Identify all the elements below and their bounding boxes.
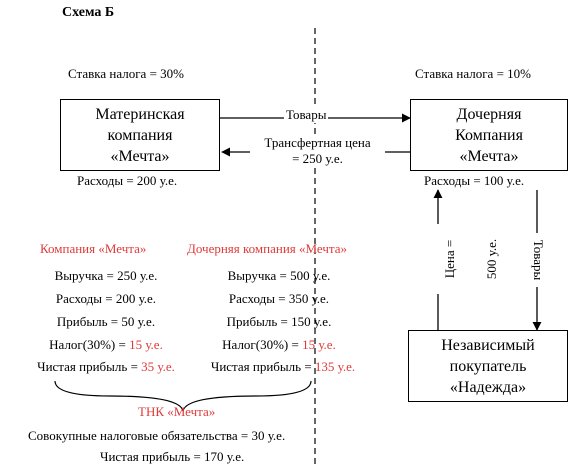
price-label-line-2: 500 у.е. <box>484 238 499 280</box>
tnk-label: ТНК «Мечта» <box>138 404 216 419</box>
right-net-value: 135 у.е. <box>314 359 356 374</box>
price-vertical-label: Цена = 500 у.е. <box>415 224 499 294</box>
subsidiary-tax-rate: Ставка налога = 10% <box>415 66 531 81</box>
left-net-value: 35 у.е. <box>141 359 175 374</box>
buyer-box-line-2: покупатель <box>449 357 527 375</box>
buyer-box-line-1: Независимый <box>441 336 535 354</box>
scheme-title: Схема Б <box>62 5 115 20</box>
left-revenue: Выручка = 250 у.е. <box>54 268 158 283</box>
transfer-price-line-1: Трансфертная цена <box>264 135 371 150</box>
buyer-box-line-3: «Надежда» <box>449 378 527 396</box>
transfer-price-line-2: = 250 у.е. <box>292 151 343 166</box>
left-column-heading: Компания «Мечта» <box>40 241 147 256</box>
right-revenue: Выручка = 500 у.е. <box>227 268 331 283</box>
parent-company-box: Материнская компания «Мечта» <box>60 99 220 171</box>
parent-box-line-1: Материнская <box>95 105 185 123</box>
subsidiary-company-box: Дочерняя Компания «Мечта» <box>410 99 568 171</box>
right-tax-value: 15 у.е. <box>302 337 336 352</box>
transfer-price-label: Трансфертная цена = 250 у.е. <box>250 135 385 167</box>
goods-vertical-label: Товары <box>529 233 546 287</box>
parent-box-line-2: компания <box>107 126 173 144</box>
left-profit: Прибыль = 50 у.е. <box>56 314 156 329</box>
subsidiary-box-line-3: «Мечта» <box>459 147 519 165</box>
right-column-heading: Дочерняя компания «Мечта» <box>187 241 347 256</box>
right-tax-prefix: Налог(30%) = <box>222 337 303 352</box>
goods-arrow-label: Товары <box>284 107 329 123</box>
left-expenses: Расходы = 200 у.е. <box>55 291 157 306</box>
left-tax-row: Налог(30%) = 15 у.е. <box>40 337 172 353</box>
left-net-row: Чистая прибыль = 35 у.е. <box>17 359 195 375</box>
right-profit: Прибыль = 150 у.е. <box>226 314 332 329</box>
total-tax-liabilities: Совокупные налоговые обязательства = 30 … <box>28 428 286 443</box>
subsidiary-box-line-1: Дочерняя <box>456 105 522 123</box>
parent-expenses: Расходы = 200 у.е. <box>77 173 178 188</box>
independent-buyer-box: Независимый покупатель «Надежда» <box>408 330 568 402</box>
tnk-brace <box>54 380 312 412</box>
right-net-prefix: Чистая прибыль = <box>210 359 315 374</box>
right-net-row: Чистая прибыль = 135 у.е. <box>192 359 374 375</box>
left-tax-value: 15 у.е. <box>129 337 163 352</box>
subsidiary-expenses: Расходы = 100 у.е. <box>424 173 525 188</box>
left-net-prefix: Чистая прибыль = <box>37 359 142 374</box>
parent-box-line-3: «Мечта» <box>110 147 170 165</box>
subsidiary-box-line-2: Компания <box>455 126 523 144</box>
right-tax-row: Налог(30%) = 15 у.е. <box>208 337 350 353</box>
price-label-line-1: Цена = <box>442 239 457 279</box>
left-tax-prefix: Налог(30%) = <box>49 337 130 352</box>
right-expenses: Расходы = 350 у.е. <box>228 291 330 306</box>
parent-tax-rate: Ставка налога = 30% <box>68 66 184 81</box>
total-net-profit: Чистая прибыль = 170 у.е. <box>100 449 245 464</box>
